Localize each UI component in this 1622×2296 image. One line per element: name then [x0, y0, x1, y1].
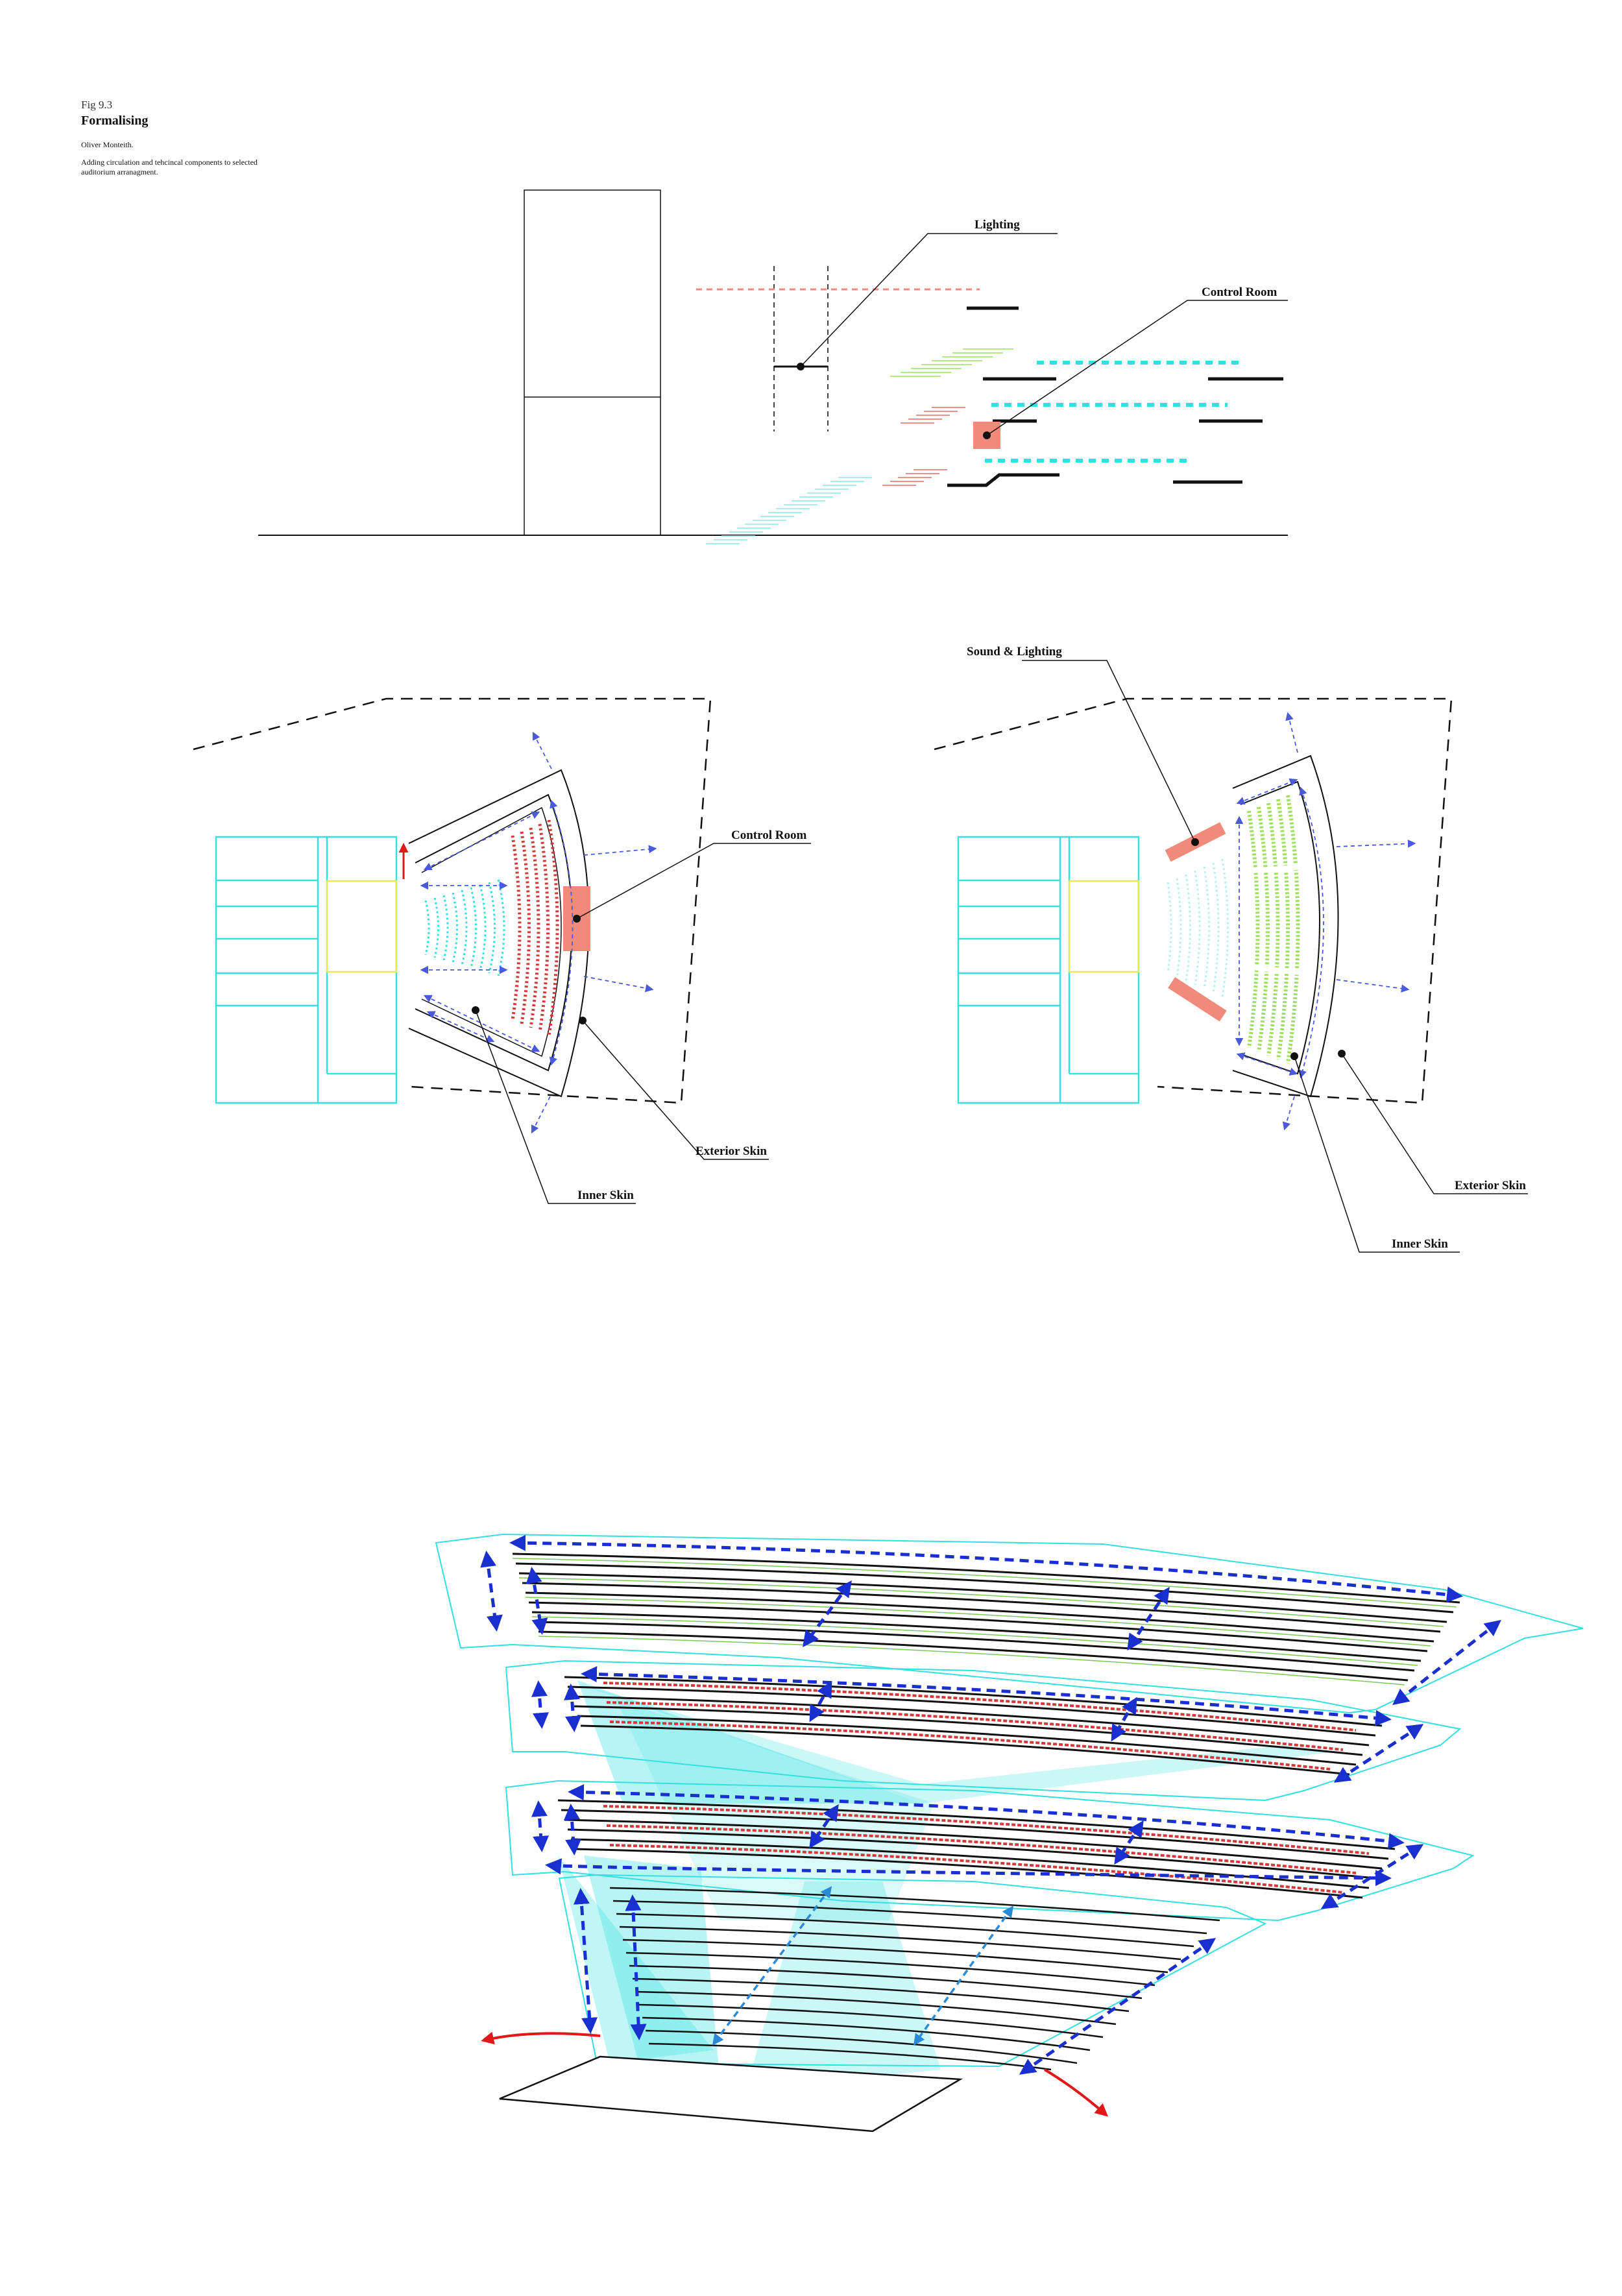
axon-circulation-arrows — [480, 1534, 1501, 2075]
exit-arrows — [481, 2031, 1108, 2117]
axon-stall-aisle-arrows — [712, 1886, 1014, 2046]
stage-area — [1068, 880, 1140, 973]
stage-area — [326, 880, 398, 973]
exterior-skin-label: Exterior Skin — [696, 1144, 767, 1158]
circulation-arrows — [1235, 712, 1416, 1131]
balcony-edge — [947, 473, 1059, 487]
backstage-plan — [215, 836, 398, 1104]
green-seats-block — [1247, 795, 1300, 1064]
sound-lighting-label: Sound & Lighting — [967, 645, 1062, 659]
lighting-label: Lighting — [974, 218, 1020, 232]
section-diagram: Lighting Control Room — [258, 189, 1288, 544]
control-room-callout: Control Room — [573, 828, 811, 923]
red-seats-block — [511, 819, 559, 1036]
lighting-callout: Lighting — [797, 218, 1058, 370]
exterior-skin — [1232, 755, 1339, 1098]
circulation-arrows — [420, 731, 657, 1134]
green-seating-rake — [890, 348, 1013, 377]
cyan-seats-block — [424, 879, 505, 976]
figure-header: Fig 9.3 Formalising Oliver Monteith. Add… — [81, 99, 315, 177]
stage-platform — [499, 2055, 963, 2133]
exterior-skin-callout: Exterior Skin — [579, 1017, 769, 1160]
cyan-seating-rake — [706, 477, 872, 544]
axonometric-auditorium — [435, 1533, 1584, 2133]
inner-skin-callout: Inner Skin — [1290, 1052, 1460, 1253]
figure-author: Oliver Monteith. — [81, 140, 134, 149]
sound-lighting-bar-lower — [1168, 977, 1227, 1022]
inner-skin-label: Inner Skin — [1392, 1237, 1448, 1251]
figure-number: Fig 9.3 — [81, 99, 113, 111]
sightline-fans — [558, 1680, 1337, 2102]
plan-left: Control Room Exterior Skin Inner Skin — [193, 697, 811, 1204]
backstage-plan — [957, 836, 1140, 1104]
control-room-label: Control Room — [731, 828, 806, 842]
control-room-callout: Control Room — [983, 285, 1288, 439]
plan-right: Sound & Lighting Exterior Skin Inner Ski… — [934, 645, 1528, 1253]
figure-description: Adding circulation and tehcincal compone… — [81, 158, 258, 176]
exterior-skin-label: Exterior Skin — [1455, 1179, 1526, 1192]
control-room-label: Control Room — [1202, 285, 1277, 299]
site-boundary — [193, 697, 712, 1104]
figure-title: Formalising — [81, 114, 149, 128]
exterior-skin-callout: Exterior Skin — [1338, 1050, 1528, 1194]
red-seating-rake — [882, 407, 965, 486]
site-boundary — [934, 697, 1453, 1104]
faded-cyan-seats — [1167, 858, 1229, 997]
stage-tower — [524, 189, 661, 536]
inner-skin-label: Inner Skin — [577, 1189, 634, 1202]
sound-lighting-callout: Sound & Lighting — [967, 645, 1199, 846]
inner-skin-callout: Inner Skin — [472, 1006, 636, 1204]
aisle-gaps — [1245, 864, 1306, 976]
